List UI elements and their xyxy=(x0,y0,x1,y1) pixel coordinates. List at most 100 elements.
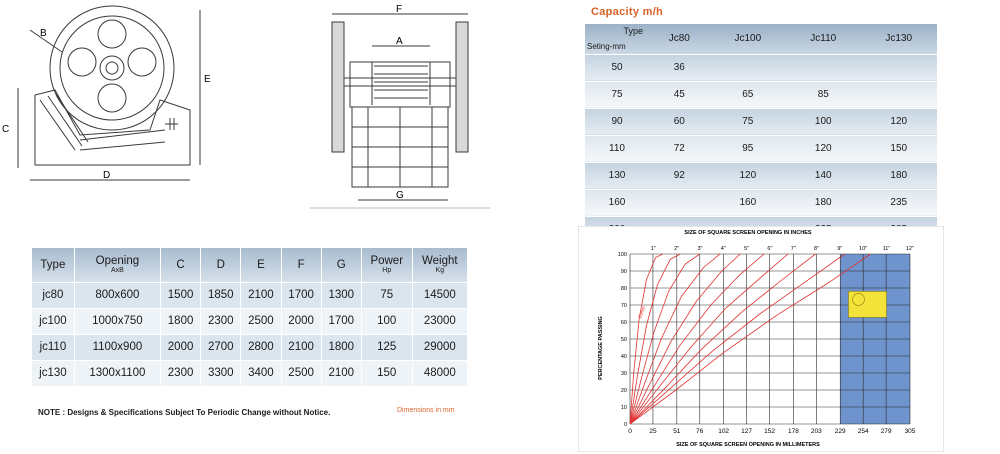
spec-cell: 1000x750 xyxy=(74,307,162,334)
chart-series-line xyxy=(629,253,765,425)
chart-y-tick-label: 70 xyxy=(621,303,627,309)
capacity-cell: 92 xyxy=(649,162,710,190)
spec-cell: 23000 xyxy=(412,307,469,334)
capacity-cell: 160 xyxy=(585,189,649,217)
spec-cell: 2000 xyxy=(160,333,202,360)
capacity-cell: 110 xyxy=(585,135,649,163)
capacity-title: Capacity m/h xyxy=(591,6,664,18)
spec-cell: 14500 xyxy=(412,281,469,308)
flywheel-hub xyxy=(99,55,125,81)
capacity-cell: 85 xyxy=(786,81,861,109)
spec-col-header: G xyxy=(321,248,362,282)
spec-cell: 125 xyxy=(361,333,413,360)
dim-label-d: D xyxy=(103,170,110,181)
chart-y-tick-label: 40 xyxy=(621,354,627,360)
chart-y-tick-label: 60 xyxy=(621,320,627,326)
spec-cell: 3400 xyxy=(240,359,282,386)
capacity-cell: 75 xyxy=(709,108,787,136)
chart-x-tick-label: 305 xyxy=(905,428,916,435)
side-view-drawing: B C D E xyxy=(0,0,215,195)
chart-x-tick-label: 279 xyxy=(881,428,892,435)
spec-header-label: D xyxy=(216,258,225,271)
capacity-cell: 120 xyxy=(709,162,787,190)
spec-cell: 800x600 xyxy=(74,281,162,308)
chart-title: SIZE OF SQUARE SCREEN OPENING IN INCHES xyxy=(684,230,811,236)
chart-top-tick-label: 1" xyxy=(651,246,656,252)
spec-row: jc110 1100x900 2000 2700 2800 2100 1800 … xyxy=(32,333,469,360)
chart-top-tick-label: 5" xyxy=(744,246,749,252)
flywheel-left xyxy=(331,21,345,153)
chart-x-tick-label: 178 xyxy=(788,428,799,435)
chart-top-tick-label: 8" xyxy=(814,246,819,252)
frame-grid xyxy=(352,107,448,187)
spec-cell: jc80 xyxy=(32,281,75,308)
spec-col-header: D xyxy=(200,248,242,282)
capacity-cell: 140 xyxy=(786,162,861,190)
spec-row: jc130 1300x1100 2300 3300 3400 2500 2100… xyxy=(32,359,469,386)
capacity-header-row: Type Seting-mm Jc80 Jc100 Jc110 Jc130 xyxy=(585,24,937,55)
capacity-cell: 150 xyxy=(860,135,937,163)
spec-cell: 2100 xyxy=(281,333,322,360)
upper-housing xyxy=(349,61,451,108)
dim-label-b: B xyxy=(40,28,47,39)
chart-top-tick-label: 12" xyxy=(906,246,914,252)
chart-y-tick-label: 80 xyxy=(621,286,627,292)
capacity-col-header: Jc100 xyxy=(709,24,787,55)
spec-header-label: Type xyxy=(40,258,66,271)
flywheel-hole xyxy=(97,83,127,113)
capacity-cell: 50 xyxy=(585,54,649,82)
dimensions-note: Dimensions in mm xyxy=(397,407,455,414)
chart-top-tick-label: 2" xyxy=(674,246,679,252)
spec-col-header: E xyxy=(240,248,282,282)
dim-label-g: G xyxy=(396,190,404,201)
flywheel-hole xyxy=(67,47,97,77)
front-view-svg: F A G xyxy=(310,4,490,209)
chart-x-tick-label: 0 xyxy=(628,428,632,435)
capacity-row: 90 60 75 100 120 xyxy=(585,108,937,136)
capacity-cell: 60 xyxy=(649,108,710,136)
chart-x-tick-label: 254 xyxy=(858,428,869,435)
spec-row: jc100 1000x750 1800 2300 2500 2000 1700 … xyxy=(32,307,469,334)
capacity-col-header: Jc80 xyxy=(649,24,710,55)
capacity-cell xyxy=(709,54,787,82)
spec-cell: 1300 xyxy=(321,281,362,308)
capacity-row: 50 36 xyxy=(585,54,937,82)
spec-cell: jc130 xyxy=(32,359,75,386)
chart-y-tick-label: 30 xyxy=(621,371,627,377)
spec-cell: 1700 xyxy=(281,281,322,308)
spec-header-unit: AxB xyxy=(110,266,124,274)
capacity-cell: 180 xyxy=(786,189,861,217)
spec-cell: 29000 xyxy=(412,333,469,360)
side-view-svg: B C D E xyxy=(2,5,211,181)
spec-cell: 2500 xyxy=(240,307,282,334)
capacity-col-header: Jc110 xyxy=(786,24,861,55)
chart-y-tick-label: 0 xyxy=(624,422,627,428)
capacity-row: 75 45 65 85 xyxy=(585,81,937,109)
spec-col-header: Type xyxy=(32,248,75,282)
chart-y-tick-label: 20 xyxy=(621,388,627,394)
chart-x-tick-label: 76 xyxy=(696,428,704,435)
spec-header-label: E xyxy=(257,258,265,271)
chart-series-line xyxy=(629,253,789,425)
capacity-cell: 90 xyxy=(585,108,649,136)
frame-lines xyxy=(79,129,166,151)
crusher-body xyxy=(34,89,191,166)
spec-header-label: Opening xyxy=(95,254,140,267)
chart-top-tick-label: 9" xyxy=(837,246,842,252)
capacity-row: 160 160 180 235 xyxy=(585,189,937,217)
chart-series-line xyxy=(629,253,871,425)
chart-series-line xyxy=(629,253,816,425)
capacity-cell: 235 xyxy=(860,189,937,217)
chart-series-label: 25mm xyxy=(637,305,646,319)
flywheel-inner xyxy=(59,15,165,121)
capacity-cell: 180 xyxy=(860,162,937,190)
chart-top-tick-label: 3" xyxy=(697,246,702,252)
capacity-cell: 100 xyxy=(786,108,861,136)
spec-cell: 2000 xyxy=(281,307,322,334)
spec-cell: 150 xyxy=(361,359,413,386)
capacity-cell xyxy=(860,54,937,82)
capacity-col-header: Jc130 xyxy=(860,24,937,55)
